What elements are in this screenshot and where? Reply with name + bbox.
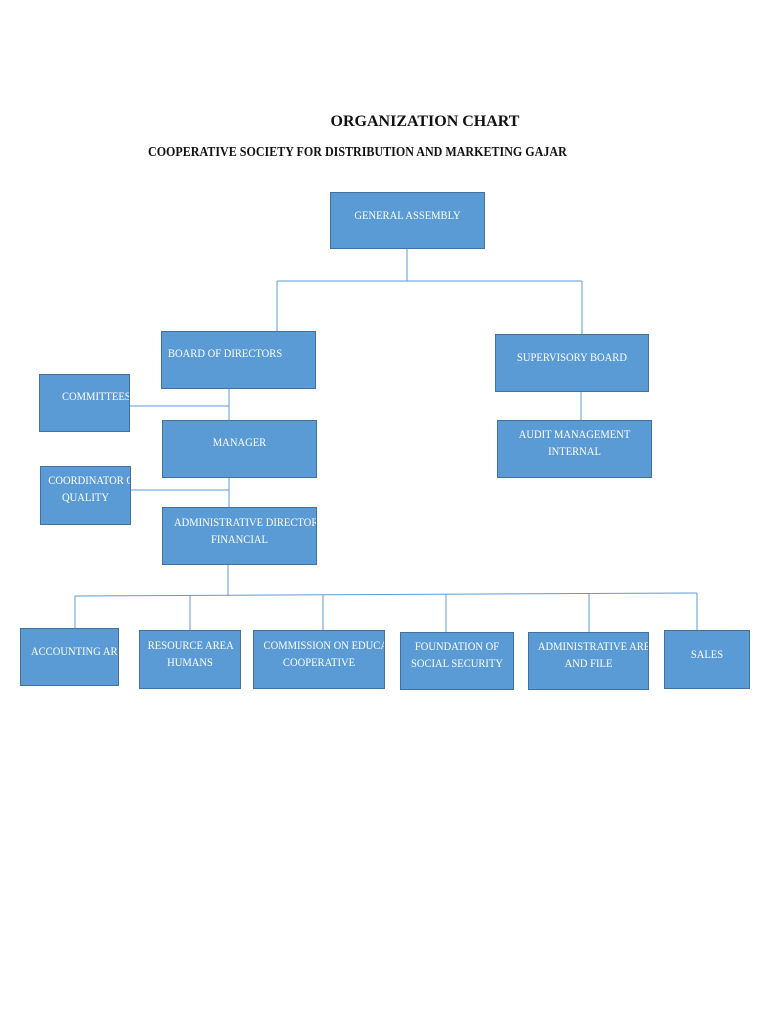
node-foundation-social-security[interactable]: FOUNDATION OF SOCIAL SECURITY	[400, 632, 514, 690]
node-administrative-director[interactable]: ADMINISTRATIVE DIRECTOR FINANCIAL	[162, 507, 317, 565]
node-resource-area[interactable]: RESOURCE AREA HUMANS	[139, 630, 241, 689]
node-general-assembly[interactable]: GENERAL ASSEMBLY	[330, 192, 485, 249]
node-administrative-area[interactable]: ADMINISTRATIVE AREA AND FILE	[528, 632, 649, 690]
node-supervisory-board[interactable]: SUPERVISORY BOARD	[495, 334, 649, 392]
chart-title: ORGANIZATION CHART	[330, 113, 520, 130]
node-sales[interactable]: SALES	[664, 630, 750, 689]
node-coordinator-quality[interactable]: COORDINATOR OF QUALITY	[40, 466, 131, 525]
node-accounting-area[interactable]: ACCOUNTING AREA	[20, 628, 119, 686]
connector-bottom-horizontal	[74, 592, 698, 597]
node-commission-education[interactable]: COMMISSION ON EDUCATION COOPERATIVE	[253, 630, 385, 689]
node-committees[interactable]: COMMITTEES	[39, 374, 130, 432]
node-audit-management[interactable]: AUDIT MANAGEMENT INTERNAL	[497, 420, 652, 478]
node-manager[interactable]: MANAGER	[162, 420, 317, 478]
chart-subtitle: COOPERATIVE SOCIETY FOR DISTRIBUTION AND…	[148, 145, 567, 160]
node-board-of-directors[interactable]: BOARD OF DIRECTORS	[161, 331, 316, 389]
